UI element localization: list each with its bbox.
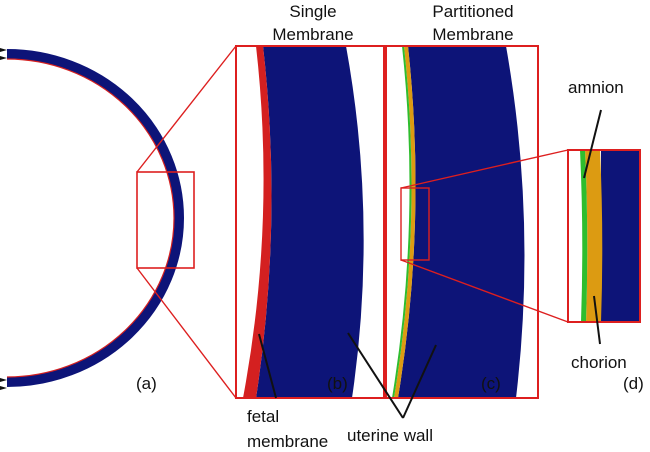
- zoom-lines-a-to-b: [136, 45, 237, 399]
- chorion-pointer: [593, 295, 601, 345]
- zoom-lines-c-to-d: [400, 149, 569, 323]
- uterine-wall-band-d: [601, 150, 640, 322]
- fetal-membrane-pointer: [258, 333, 277, 399]
- uterine-wall-pointer-b: [347, 332, 404, 419]
- uterine-wall-band-c: [398, 46, 525, 398]
- panel-label-a: (a): [136, 374, 157, 393]
- zoom-box-a: [136, 171, 195, 269]
- fetal-membrane-label-line1: fetal: [247, 407, 279, 426]
- panel-label-b: (b): [327, 374, 348, 393]
- uterine-wall-arc: [6, 49, 184, 387]
- uterine-wall-pointer-c: [402, 344, 437, 419]
- annotation-pointers: [258, 109, 602, 419]
- panel-c-frame: [385, 45, 539, 399]
- single-membrane-title-line2: Membrane: [272, 25, 353, 44]
- zoom-box-c: [400, 187, 430, 261]
- amnion-band-c: [392, 46, 412, 398]
- fetal-membrane-label-line2: membrane: [247, 432, 328, 451]
- chorion-band-d: [585, 150, 603, 322]
- fetal-membrane-thin-arc: [6, 58, 175, 378]
- panel-a-geometry: [0, 48, 195, 390]
- amnion-band-d: [580, 150, 588, 322]
- amnion-pointer: [583, 109, 602, 179]
- boundary-triangle-markers: [0, 48, 7, 390]
- panel-c-partitioned-membrane: [392, 46, 525, 398]
- fetal-membrane-band-b: [243, 46, 272, 398]
- panel-d-frame: [567, 149, 641, 323]
- uterine-wall-band-b: [256, 46, 364, 398]
- chorion-label: chorion: [571, 353, 627, 372]
- single-membrane-title-line1: Single: [289, 2, 336, 21]
- partitioned-membrane-title-line1: Partitioned: [432, 2, 513, 21]
- uterine-wall-label: uterine wall: [347, 426, 433, 445]
- panel-b-single-membrane: [243, 46, 364, 398]
- chorion-band-c: [394, 46, 416, 398]
- panel-b-frame: [235, 45, 385, 399]
- partitioned-membrane-title-line2: Membrane: [432, 25, 513, 44]
- panel-d-layer-detail: [580, 150, 640, 322]
- amnion-label: amnion: [568, 78, 624, 97]
- panel-label-d: (d): [623, 374, 644, 393]
- panel-label-c: (c): [481, 374, 501, 393]
